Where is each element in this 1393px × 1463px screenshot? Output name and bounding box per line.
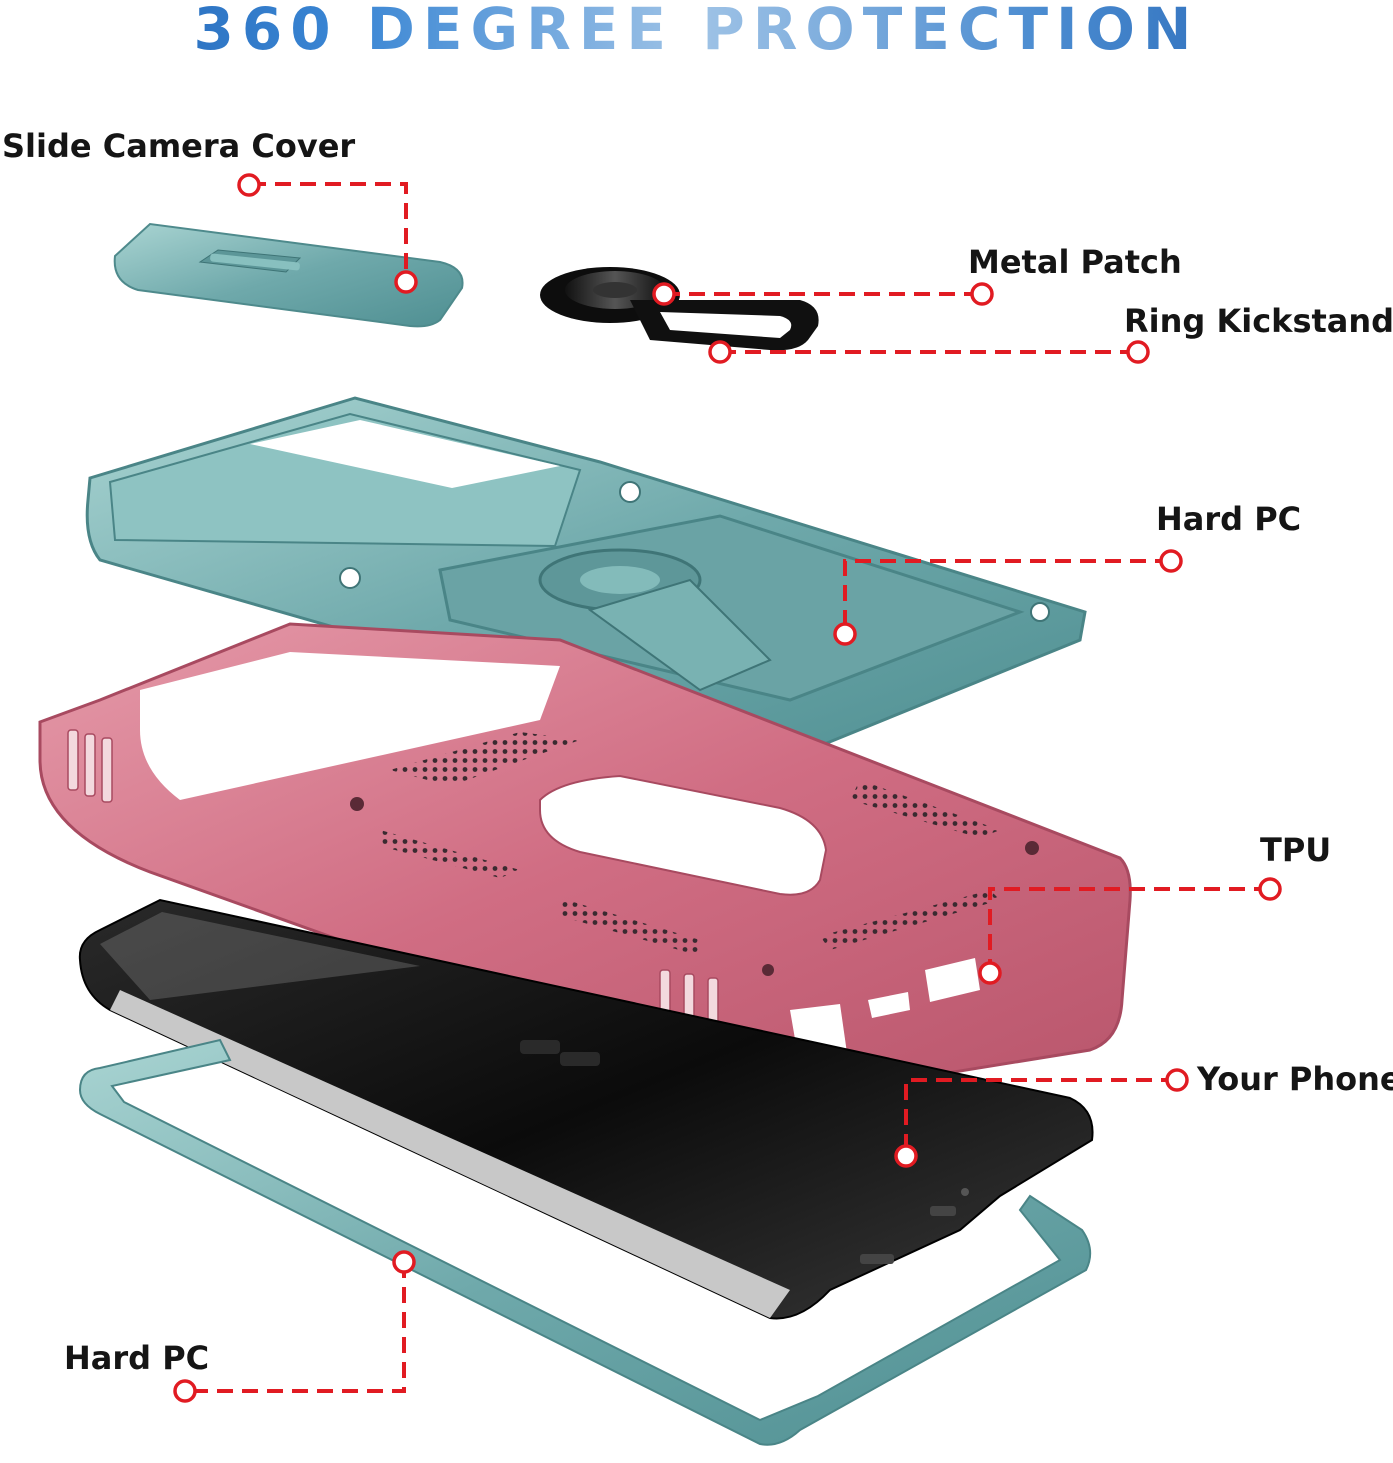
tpu-part [38,622,1132,1094]
page-title: 360 DEGREE PROTECTION [0,0,1393,66]
slide-camera-cover-part [113,222,464,328]
label-metal-patch: Metal Patch [968,243,1182,281]
label-hard-pc-bottom: Hard PC [64,1339,210,1377]
label-ring-kickstand: Ring Kickstand [1124,302,1393,340]
callout-lines [185,182,1270,1393]
label-tpu: TPU [1260,831,1332,869]
ring-kickstand-part [540,267,819,351]
label-hard-pc-top: Hard PC [1156,500,1302,538]
hard-pc-bottom-part [78,1038,1092,1446]
phone-part [78,898,1094,1320]
label-slide-camera-cover: Slide Camera Cover [2,127,356,165]
hard-pc-top-part [85,396,1087,756]
label-your-phone: Your Phone [1197,1060,1393,1098]
callout-dots [173,173,1282,1403]
